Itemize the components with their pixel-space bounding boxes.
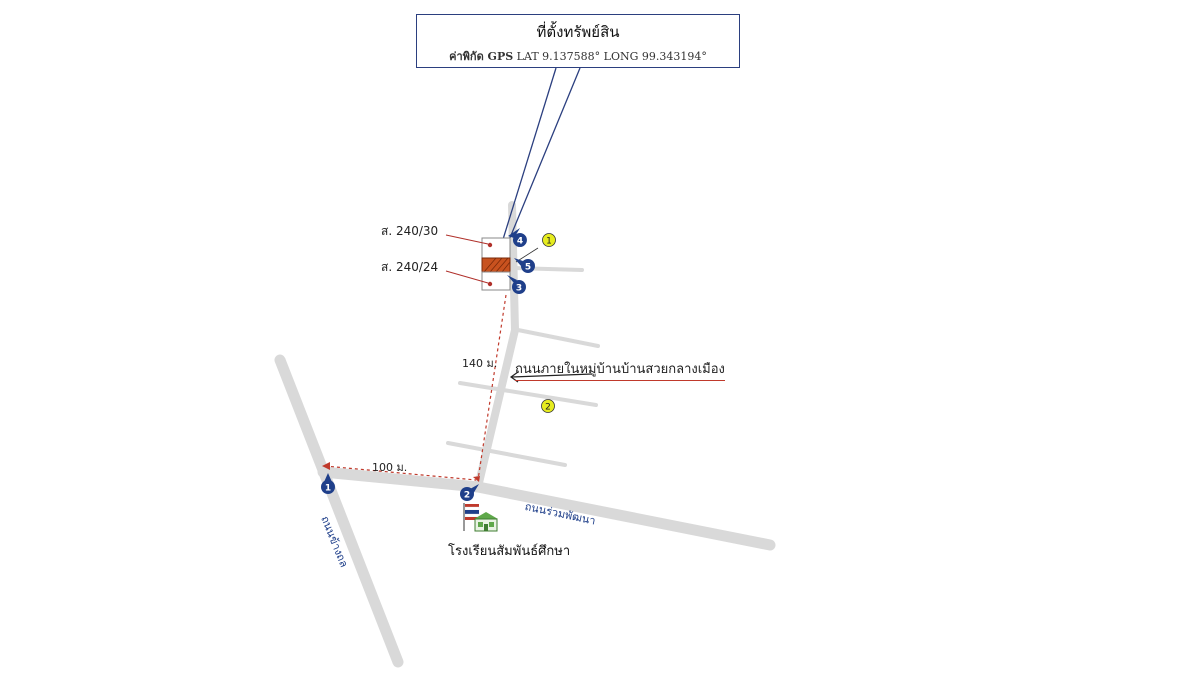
road-main-east [317, 466, 484, 493]
plot-label-upper: ส. 240/30 [381, 224, 439, 238]
road-main-east-2 [472, 481, 776, 551]
blue-marker-3-label: 3 [516, 284, 522, 294]
road-left-diagonal [274, 354, 404, 668]
distance-arrowheads [322, 462, 480, 482]
blue-marker-4-label: 4 [517, 237, 523, 247]
blue-marker-4: 4 [508, 228, 527, 247]
yellow-marker-2 [541, 399, 555, 413]
plot-leaders [445, 234, 489, 284]
blue-marker-2-label: 2 [464, 491, 470, 501]
road-network [274, 201, 776, 668]
property-hatch [483, 257, 511, 273]
yellow-marker-1 [542, 233, 556, 247]
plot-lower [481, 271, 511, 291]
blue-markers: 4 5 3 2 1 [321, 228, 535, 501]
road-branch-3 [458, 381, 598, 407]
blue-marker-2: 2 [460, 484, 479, 501]
road-village-spine [474, 201, 520, 491]
gps-label: ค่าพิกัด GPS [449, 50, 514, 63]
plot-label-lower: ส. 240/24 [381, 260, 439, 274]
plot-dot [487, 242, 493, 248]
plot-upper [481, 237, 511, 259]
gps-values: LAT 9.137588° LONG 99.343194° [516, 50, 707, 63]
blue-marker-5-label: 5 [525, 263, 531, 273]
distance-line-vertical [477, 294, 507, 481]
distance-line-horizontal [324, 465, 477, 481]
blue-marker-1-label: 1 [325, 484, 331, 494]
property-plots [481, 237, 511, 291]
school-icon [463, 503, 498, 532]
village-road-annotation: ถนนภายในหมู่บ้านบ้านสวยกลางเมือง [515, 358, 725, 381]
yellow-marker-2-label: 2 [545, 403, 551, 413]
yellow-markers: 1 2 [515, 233, 556, 413]
road-branch-4 [446, 441, 567, 467]
distance-label-horizontal: 100 ม. [372, 461, 408, 474]
callout-title: ที่ตั้งทรัพย์สิน [536, 23, 620, 41]
blue-marker-3: 3 [507, 275, 526, 294]
distance-lines [324, 294, 507, 481]
blue-marker-5: 5 [514, 258, 535, 273]
road-branch-2 [516, 328, 600, 348]
callout-pointer [495, 67, 581, 263]
distance-label-vertical: 140 ม. [462, 357, 498, 370]
plot-dot [487, 281, 493, 287]
location-callout: ที่ตั้งทรัพย์สิน ค่าพิกัด GPS LAT 9.1375… [416, 14, 740, 68]
callout-gps: ค่าพิกัด GPS LAT 9.137588° LONG 99.34319… [417, 47, 739, 65]
yellow-marker-1-label: 1 [546, 237, 552, 247]
blue-marker-1: 1 [321, 473, 335, 494]
school-label: โรงเรียนสัมพันธ์ศึกษา [448, 544, 571, 559]
